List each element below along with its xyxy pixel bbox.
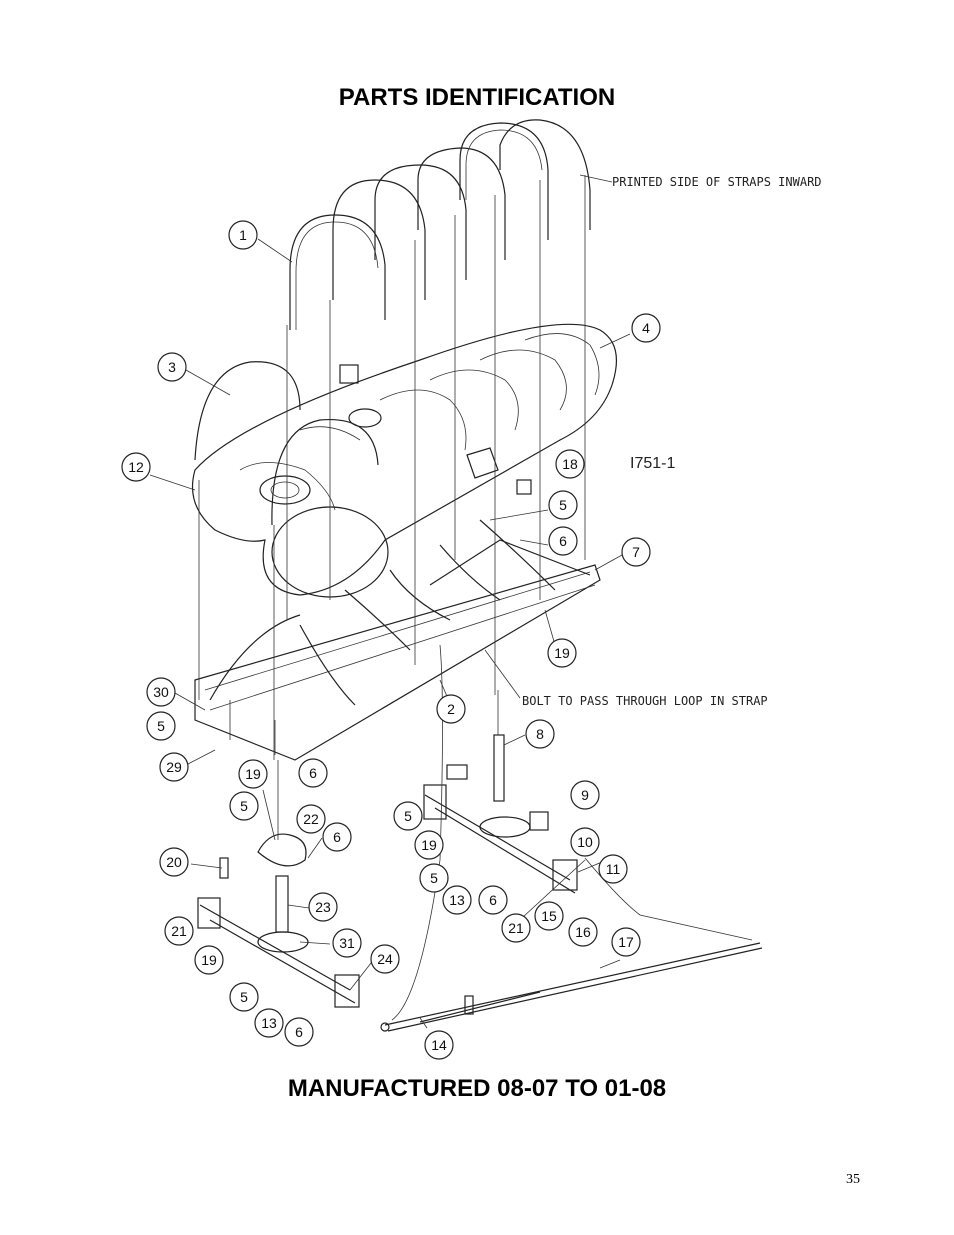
manufacture-date-range: MANUFACTURED 08-07 TO 01-08 [287, 1075, 667, 1102]
balloon: 19 [547, 638, 577, 668]
svg-text:5: 5 [430, 870, 438, 886]
right-axle [423, 734, 578, 894]
svg-text:3: 3 [168, 359, 176, 375]
balloon: 5 [146, 711, 176, 741]
balloon: 20 [159, 847, 189, 877]
leader-lines [149, 174, 631, 1029]
balloon: 19 [414, 830, 444, 860]
svg-text:13: 13 [449, 892, 465, 908]
svg-text:6: 6 [559, 533, 567, 549]
svg-text:5: 5 [240, 989, 248, 1005]
balloon: 5 [393, 801, 423, 831]
svg-text:1: 1 [239, 227, 247, 243]
left-axle [197, 833, 360, 1008]
balloon: 23 [308, 892, 338, 922]
svg-text:22: 22 [303, 811, 319, 827]
page-title: PARTS IDENTIFICATION [338, 84, 616, 111]
balloon: 1 [228, 220, 258, 250]
tank-straps [194, 119, 591, 526]
balloon: 13 [254, 1008, 284, 1038]
balloon: 6 [548, 526, 578, 556]
svg-text:18: 18 [562, 456, 578, 472]
balloon: 7 [621, 537, 651, 567]
svg-text:5: 5 [240, 798, 248, 814]
balloon: 21 [501, 913, 531, 943]
svg-text:12: 12 [128, 459, 144, 475]
balloon: 24 [370, 944, 400, 974]
svg-text:9: 9 [581, 787, 589, 803]
svg-text:6: 6 [309, 765, 317, 781]
balloon: 9 [570, 780, 600, 810]
balloon: 8 [525, 719, 555, 749]
balloon: 2 [436, 694, 466, 724]
svg-text:31: 31 [339, 935, 355, 951]
hitch-tongue [380, 644, 763, 1032]
balloon: 5 [419, 863, 449, 893]
note-bolt: BOLT TO PASS THROUGH LOOP IN STRAP [522, 694, 768, 708]
svg-text:5: 5 [559, 497, 567, 513]
tank [191, 323, 618, 598]
svg-text:11: 11 [606, 861, 621, 877]
balloon: 11 [598, 854, 628, 884]
balloon: 5 [229, 791, 259, 821]
drawing-number: I751-1 [630, 455, 675, 472]
svg-text:5: 5 [157, 718, 165, 734]
svg-text:19: 19 [554, 645, 570, 661]
svg-text:15: 15 [541, 908, 557, 924]
svg-text:19: 19 [201, 952, 217, 968]
balloon: 15 [534, 901, 564, 931]
svg-text:19: 19 [245, 766, 261, 782]
svg-text:6: 6 [333, 829, 341, 845]
svg-text:6: 6 [295, 1024, 303, 1040]
balloon: 31 [332, 928, 362, 958]
svg-text:21: 21 [508, 920, 524, 936]
svg-text:4: 4 [642, 320, 650, 336]
page-number: 35 [846, 1172, 860, 1187]
balloon: 5 [548, 490, 578, 520]
note-straps: PRINTED SIDE OF STRAPS INWARD [612, 175, 822, 189]
balloon: 18 [555, 449, 585, 479]
balloon: 30 [146, 677, 176, 707]
balloon: 16 [568, 917, 598, 947]
balloon: 6 [322, 822, 352, 852]
svg-text:29: 29 [166, 759, 182, 775]
balloon: 6 [298, 758, 328, 788]
svg-text:23: 23 [315, 899, 331, 915]
svg-text:24: 24 [377, 951, 393, 967]
svg-text:7: 7 [632, 544, 640, 560]
balloon: 19 [194, 945, 224, 975]
balloon: 4 [631, 313, 661, 343]
balloon: 14 [424, 1030, 454, 1060]
balloon: 10 [570, 827, 600, 857]
svg-text:5: 5 [404, 808, 412, 824]
balloon: 12 [121, 452, 151, 482]
balloon: 19 [238, 759, 268, 789]
balloon: 21 [164, 916, 194, 946]
balloon: 3 [157, 352, 187, 382]
balloon: 17 [611, 927, 641, 957]
svg-text:14: 14 [431, 1037, 447, 1053]
svg-text:8: 8 [536, 726, 544, 742]
svg-text:13: 13 [261, 1015, 277, 1031]
balloon: 6 [284, 1017, 314, 1047]
svg-text:17: 17 [618, 934, 634, 950]
balloon: 6 [478, 885, 508, 915]
balloon: 22 [296, 804, 326, 834]
svg-text:19: 19 [421, 837, 437, 853]
svg-text:6: 6 [489, 892, 497, 908]
balloon: 5 [229, 982, 259, 1012]
svg-text:2: 2 [447, 701, 455, 717]
svg-text:10: 10 [577, 834, 593, 850]
balloon: 29 [159, 752, 189, 782]
drop-lines [198, 175, 586, 840]
svg-text:16: 16 [575, 924, 591, 940]
svg-text:20: 20 [166, 854, 182, 870]
svg-text:30: 30 [153, 684, 169, 700]
parts-diagram: PRINTED SIDE OF STRAPS INWARD BOLT TO PA… [121, 119, 822, 1060]
balloon: 13 [442, 885, 472, 915]
svg-text:21: 21 [171, 923, 187, 939]
